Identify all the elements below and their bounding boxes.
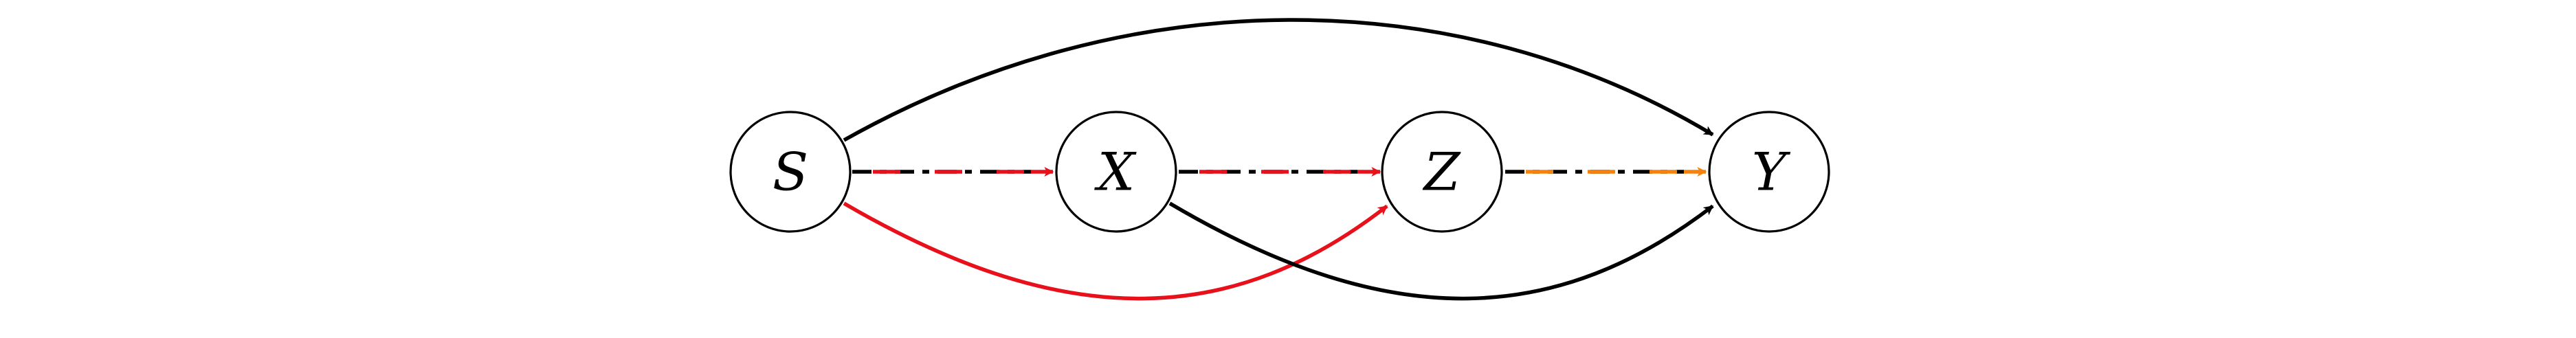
node-x-circle bbox=[1055, 111, 1177, 233]
node-x-label: X bbox=[1094, 142, 1137, 203]
edges-layer bbox=[843, 18, 1714, 301]
edge-s-to-z bbox=[843, 201, 1388, 301]
node-s: S bbox=[729, 111, 852, 233]
node-z: Z bbox=[1381, 111, 1503, 233]
node-x: X bbox=[1055, 111, 1177, 233]
nodes-layer: S X Z Y bbox=[729, 111, 1830, 233]
node-s-circle bbox=[729, 111, 852, 233]
node-s-label: S bbox=[773, 142, 808, 203]
edge-s-to-y bbox=[843, 18, 1714, 142]
node-y: Y bbox=[1708, 111, 1830, 233]
node-z-circle bbox=[1381, 111, 1503, 233]
edge-x-to-y bbox=[1168, 201, 1714, 301]
node-y-label: Y bbox=[1752, 142, 1791, 203]
node-z-label: Z bbox=[1423, 142, 1461, 203]
node-y-circle bbox=[1708, 111, 1830, 233]
